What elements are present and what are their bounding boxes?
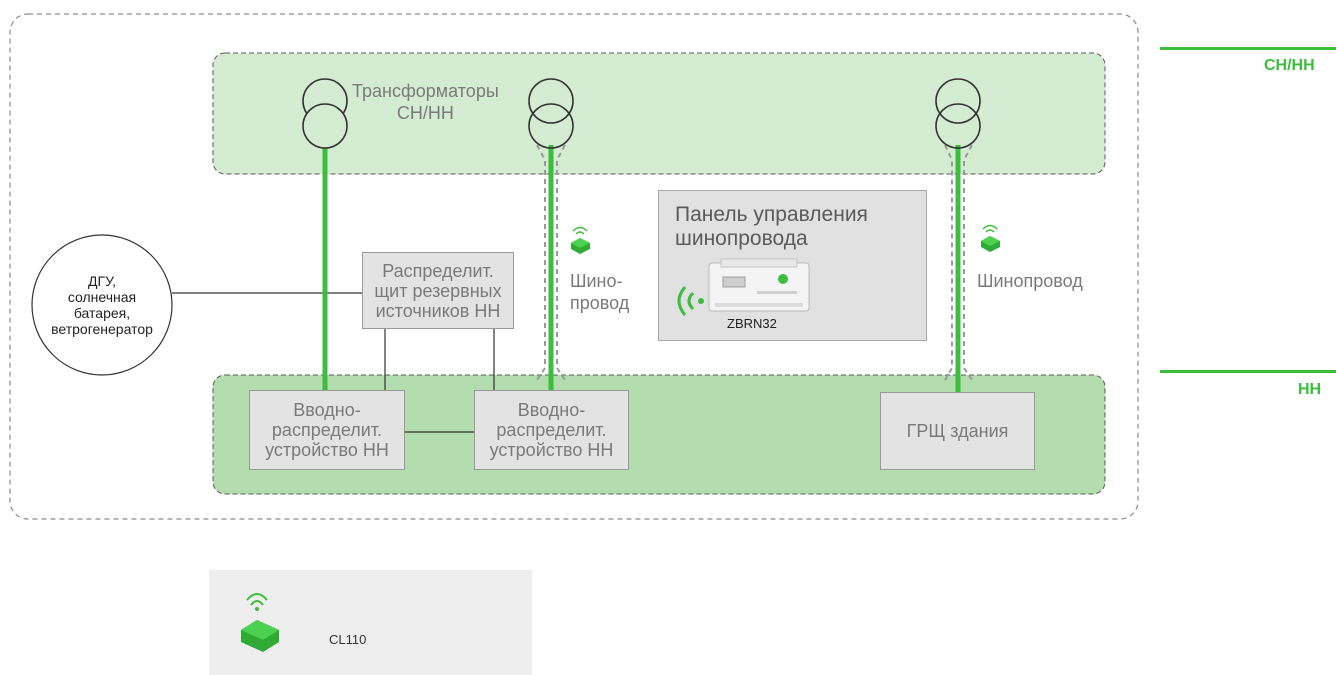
transformer-2-icon: [528, 78, 574, 149]
lv-level-line: [1160, 370, 1336, 373]
building-main-board: ГРЩ здания: [880, 392, 1035, 470]
sensor-left-icon: [571, 226, 590, 254]
generator-circle: [31, 234, 173, 376]
control-panel-model: ZBRN32: [727, 316, 777, 331]
legend-box: CL110: [209, 570, 532, 675]
cl110-sensor-icon: [241, 593, 279, 652]
busway-right-label: Шинопровод: [977, 271, 1083, 291]
busway-left-outline: [536, 144, 566, 381]
lv-switchboard-1: Вводно- распределит. устройство НН: [249, 390, 405, 470]
transformer-1-icon: [302, 78, 348, 149]
site-boundary: [9, 13, 1139, 520]
building-main-board-label: ГРЩ здания: [906, 421, 1009, 441]
busway-control-panel: Панель управления шинопровода ZBRN32: [658, 190, 927, 341]
generator-label: ДГУ, солнечная батарея, ветрогенератор: [51, 273, 153, 337]
transformers-label: Трансформаторы СН/НН: [352, 81, 499, 123]
mv-lv-level-line: [1160, 47, 1336, 50]
busway-right-outline: [944, 144, 973, 381]
backup-sources-board-label: Распределит. щит резервных источников НН: [374, 260, 502, 321]
backup-sources-board: Распределит. щит резервных источников НН: [362, 252, 514, 329]
busway-left-label: Шино- провод: [570, 271, 630, 313]
lv-switchboard-1-label: Вводно- распределит. устройство НН: [265, 400, 389, 460]
legend-label: CL110: [329, 632, 367, 647]
control-panel-title: Панель управления шинопровода: [675, 203, 868, 250]
mv-lv-level-label: СН/НН: [1264, 57, 1315, 74]
lv-switchboard-2-label: Вводно- распределит. устройство НН: [489, 400, 614, 460]
sensor-right-icon: [981, 224, 1000, 252]
mv-lv-zone: [212, 52, 1106, 175]
zbrn32-device-icon: [677, 258, 810, 316]
lv-switchboard-2: Вводно- распределит. устройство НН: [474, 390, 629, 470]
transformer-3-icon: [935, 78, 981, 149]
lv-level-label: НН: [1298, 381, 1322, 398]
